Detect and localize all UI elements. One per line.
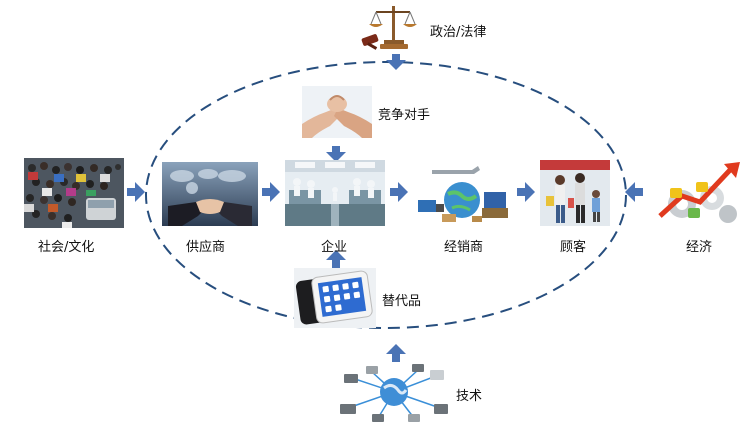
enterprise-image [285,160,385,226]
politics-law-label: 政治/法律 [430,25,487,40]
device-icons [340,364,448,422]
distributors-image [412,162,514,226]
workers [293,178,375,201]
truck-left [418,200,436,212]
workbench-right [349,190,381,204]
scale-pan-left [369,24,383,27]
customers-image [540,160,610,226]
society-culture-image [24,158,124,228]
arrow-competitors-down [326,146,346,162]
competitors-image [302,86,372,138]
arrow-substitutes-up [326,250,346,268]
shopping-bag [546,196,554,206]
arm-left [302,108,340,138]
arrow-politics-down [386,54,406,70]
arrow-enterprise-to-distributors [390,182,408,202]
arm-right [334,108,372,138]
substitutes-label: 替代品 [382,294,422,309]
technology-label: 技术 [456,389,483,404]
shoppers [555,173,600,223]
store-sign [540,160,610,170]
euro-badge [688,208,700,218]
sleeve-left [168,202,206,226]
competitors-label: 竞争对手 [378,108,431,123]
world-map [170,169,246,194]
distributors-label: 经销商 [444,240,484,255]
cargo-box [482,208,508,218]
scale-base [380,44,408,49]
arrow-technology-up [386,344,406,362]
suppliers-label: 供应商 [186,240,226,255]
crowd-people [24,162,121,228]
technology-image [338,364,450,424]
society-culture-label: 社会/文化 [38,240,95,255]
enterprise-label: 企业 [321,240,348,255]
customers-label: 顾客 [560,240,587,255]
gavel-head [361,34,379,46]
handshake [196,199,224,214]
sleeve-right [214,202,252,226]
substitutes-image [294,268,376,328]
globe [444,182,480,218]
dollar-badge [696,182,708,192]
rising-arrow-icon [658,168,732,218]
clasped-hands [327,96,347,112]
arrow-economy-to-customers [625,182,643,202]
scale-pan-right [403,24,417,27]
container [484,192,506,208]
economy-image [652,158,748,228]
politics-law-image [360,2,426,52]
workbench-left [289,190,321,204]
airplane [432,166,480,174]
scale-pole [392,6,395,40]
arrow-suppliers-to-enterprise [262,182,280,202]
gavel-handle [367,42,378,50]
arrow-society-to-suppliers [127,182,145,202]
arrow-distributors-to-customers [517,182,535,202]
suppliers-image [162,162,258,226]
economy-label: 经济 [686,240,713,255]
yen-badge [670,188,682,198]
